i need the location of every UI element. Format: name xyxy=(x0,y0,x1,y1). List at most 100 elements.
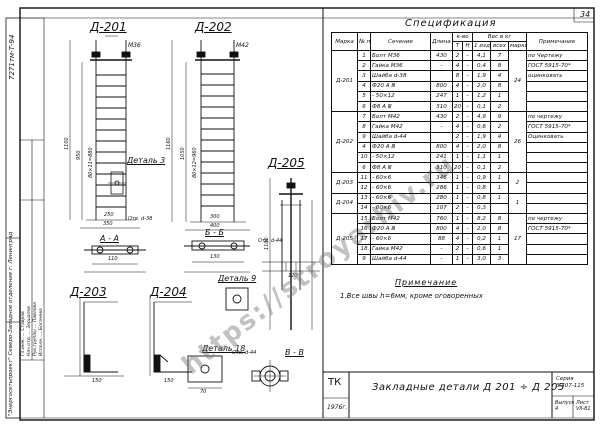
dim-m36: М36 xyxy=(128,42,141,49)
spec-section: Болт М42 xyxy=(370,212,431,225)
spec-section: - 50×12 xyxy=(370,151,431,164)
spec-count-n: - xyxy=(462,90,473,102)
spec-count-t: 1 xyxy=(452,151,463,164)
spec-weight-one: 4,1 xyxy=(472,49,491,62)
spec-section: Болт М42 xyxy=(370,111,431,123)
spec-weight-one: 1,2 xyxy=(472,90,491,102)
spec-count-t: 2 xyxy=(452,131,463,143)
spec-count-n: - xyxy=(462,70,473,82)
view-section-bb xyxy=(184,240,250,273)
view-d204 xyxy=(149,298,192,376)
spec-note xyxy=(526,90,588,102)
dim-d202-pitch: 80×12=960 xyxy=(192,147,198,178)
dim-250: 250 xyxy=(104,212,114,218)
spec-pos: 6 xyxy=(357,100,371,113)
spec-pos: 3 xyxy=(357,70,371,82)
hdr-w1: 1 изд. xyxy=(472,41,491,51)
view-detail18 xyxy=(187,355,223,389)
view-section-vv xyxy=(251,360,289,392)
spec-weight-one: 0,2 xyxy=(472,233,491,245)
remarks-title: Примечание xyxy=(395,278,458,287)
spec-pos: 2 xyxy=(357,60,371,72)
hdr-weight: Вес в кг xyxy=(472,32,527,42)
spec-note: Оцинковать xyxy=(526,131,588,143)
spec-pos: 1 xyxy=(357,49,371,62)
spec-length: 346 xyxy=(430,172,453,184)
spec-weight-all: 2 xyxy=(490,162,509,174)
spec-count-t: 1 xyxy=(452,172,463,184)
dim-d205-h: 1100 xyxy=(264,237,270,250)
spec-section: - 60×6 xyxy=(370,172,431,184)
spec-weight-one: 0,6 xyxy=(472,243,491,255)
view-title-d201: Д-201 xyxy=(90,20,127,34)
spec-length: 88 xyxy=(430,233,453,245)
spec-count-n: - xyxy=(462,212,473,225)
spec-section: Болт М36 xyxy=(370,49,431,62)
section-aa-label: А - А xyxy=(100,234,119,243)
spec-weight-all: 1 xyxy=(490,90,509,102)
side-stamp-code: 7271тм-Т-94 xyxy=(8,34,16,80)
spec-count-t: 2 xyxy=(452,243,463,255)
side-stamp-row-1: Гл.инж. ... Ставров xyxy=(21,311,26,356)
spec-note xyxy=(526,151,588,164)
spec-count-t: 1 xyxy=(452,212,463,225)
spec-note xyxy=(526,182,588,194)
spec-weight-one: 3,0 xyxy=(472,253,491,265)
spec-count-t: 4 xyxy=(452,60,463,72)
spec-note: по Чертежу xyxy=(526,49,588,62)
spec-count-n: - xyxy=(462,49,473,62)
view-d205 xyxy=(262,178,320,330)
spec-pos: 5 xyxy=(357,90,371,102)
spec-count-n: - xyxy=(462,100,473,113)
spec-weight-one: 4,9 xyxy=(472,111,491,123)
view-d202 xyxy=(171,40,250,231)
spec-note: ГОСТ 5915-70* xyxy=(526,223,588,235)
spec-count-t: 2 xyxy=(452,49,463,62)
spec-pos: 16 xyxy=(357,223,371,235)
page-number: 34 xyxy=(580,10,591,19)
spec-weight-all: 8 xyxy=(490,80,509,92)
spec-section: Шайба d-38 xyxy=(370,70,431,82)
remarks-item: 1.Все швы h=6мм, кроме оговоренных xyxy=(340,292,483,300)
spec-section: - 60×6 xyxy=(370,202,431,215)
spec-section: Ф8 А Ⅲ xyxy=(370,162,431,174)
view-title-d204: Д-204 xyxy=(150,285,187,299)
title-sheet: Лист VII-81 xyxy=(576,400,591,412)
spec-weight-all: 4 xyxy=(490,70,509,82)
dim-hole44b: Отв. d-44 xyxy=(232,350,257,356)
hdr-length: Длина мм xyxy=(430,32,453,51)
spec-length: 800 xyxy=(430,80,453,92)
spec-section: Гайка М42 xyxy=(370,121,431,133)
spec-count-n: - xyxy=(462,182,473,194)
spec-weight-all: 1 xyxy=(490,243,509,255)
spec-note xyxy=(526,243,588,255)
spec-count-n: - xyxy=(462,111,473,123)
spec-section: - 50×12 xyxy=(370,90,431,102)
view-detail3 xyxy=(108,171,126,195)
title-series: Серия 3.407-115 xyxy=(556,376,585,389)
spec-count-n: - xyxy=(462,223,473,235)
spec-length: 310 xyxy=(430,162,453,174)
side-stamp-org: "Энергосетьпроект" Северо-Западное отдел… xyxy=(8,231,14,416)
spec-length: - xyxy=(430,60,453,72)
hdr-wmark: марки xyxy=(508,41,527,51)
spec-pos: 7 xyxy=(357,111,371,123)
dim-350: 350 xyxy=(103,221,113,227)
spec-mark-weight: 17 xyxy=(508,213,527,265)
spec-count-n: - xyxy=(462,192,473,204)
spec-section: Ф20 А Ⅲ xyxy=(370,223,431,235)
spec-count-n: - xyxy=(462,60,473,72)
spec-mark-weight: 2 xyxy=(508,172,527,194)
title-year: 1976г. xyxy=(327,404,348,411)
spec-count-n: - xyxy=(462,233,473,245)
spec-weight-one: 1,9 xyxy=(472,70,491,82)
